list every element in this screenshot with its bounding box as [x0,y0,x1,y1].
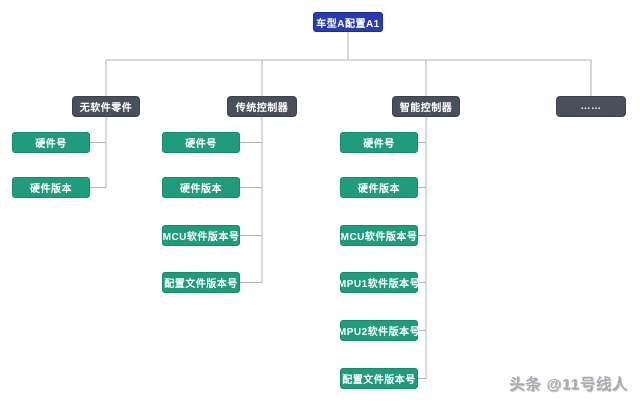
leaf-node-mcu-software-version: MCU软件版本号 [162,225,240,246]
branch-node-traditional-controller: 传统控制器 [227,96,297,117]
leaf-node-hardware-version: 硬件版本 [12,177,90,198]
leaf-node-mpu1-software-version: MPU1软件版本号 [338,272,420,293]
leaf-node-config-file-version: 配置文件版本号 [340,368,418,389]
branch-node-intelligent-controller: 智能控制器 [392,96,460,117]
leaf-node-hardware-number: 硬件号 [340,132,418,153]
leaf-node-mpu2-software-version: MPU2软件版本号 [338,320,420,341]
leaf-node-hardware-version: 硬件版本 [340,177,418,198]
watermark-text: 头条 @11号线人 [509,376,628,393]
leaf-node-config-file-version: 配置文件版本号 [162,272,240,293]
leaf-node-mcu-software-version: MCU软件版本号 [340,225,418,246]
root-node-vehicle-config: 车型A配置A1 [313,12,383,32]
leaf-node-hardware-number: 硬件号 [162,132,240,153]
branch-node-no-software-parts: 无软件零件 [72,96,140,117]
leaf-node-hardware-number: 硬件号 [12,132,90,153]
branch-node-ellipsis: …… [556,96,626,117]
leaf-node-hardware-version: 硬件版本 [162,177,240,198]
